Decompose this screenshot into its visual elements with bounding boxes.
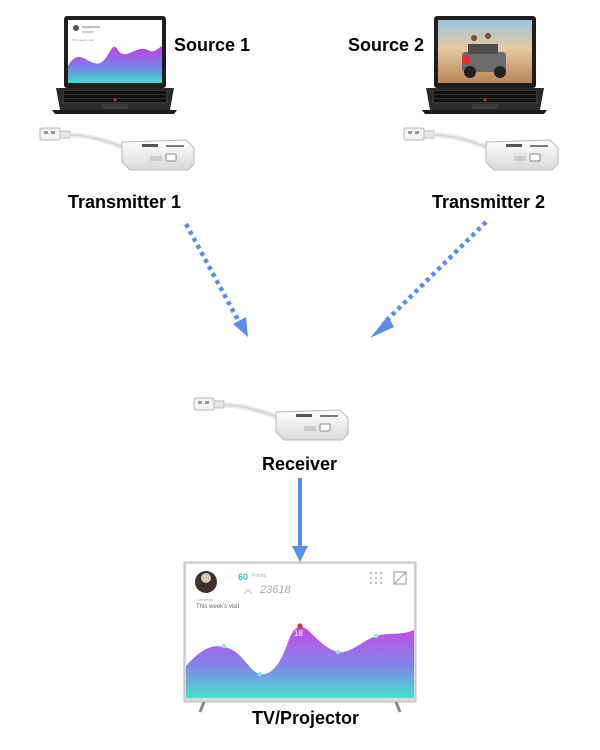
tv-label: TV/Projector [252, 708, 359, 729]
tv-stat-number: 60 [238, 572, 248, 582]
tv-caption: This week's visit [196, 604, 239, 610]
tv-icon: 60 Points 23618 Catherine This week's vi… [184, 562, 416, 712]
tv-username: Catherine [196, 597, 213, 602]
dongle-icon [192, 392, 352, 444]
tv-stat-unit: Points [252, 573, 266, 579]
receiver-label: Receiver [262, 454, 337, 475]
tv-stat-values: 23618 [260, 584, 291, 596]
tv-peak-value: 18 [294, 629, 303, 638]
